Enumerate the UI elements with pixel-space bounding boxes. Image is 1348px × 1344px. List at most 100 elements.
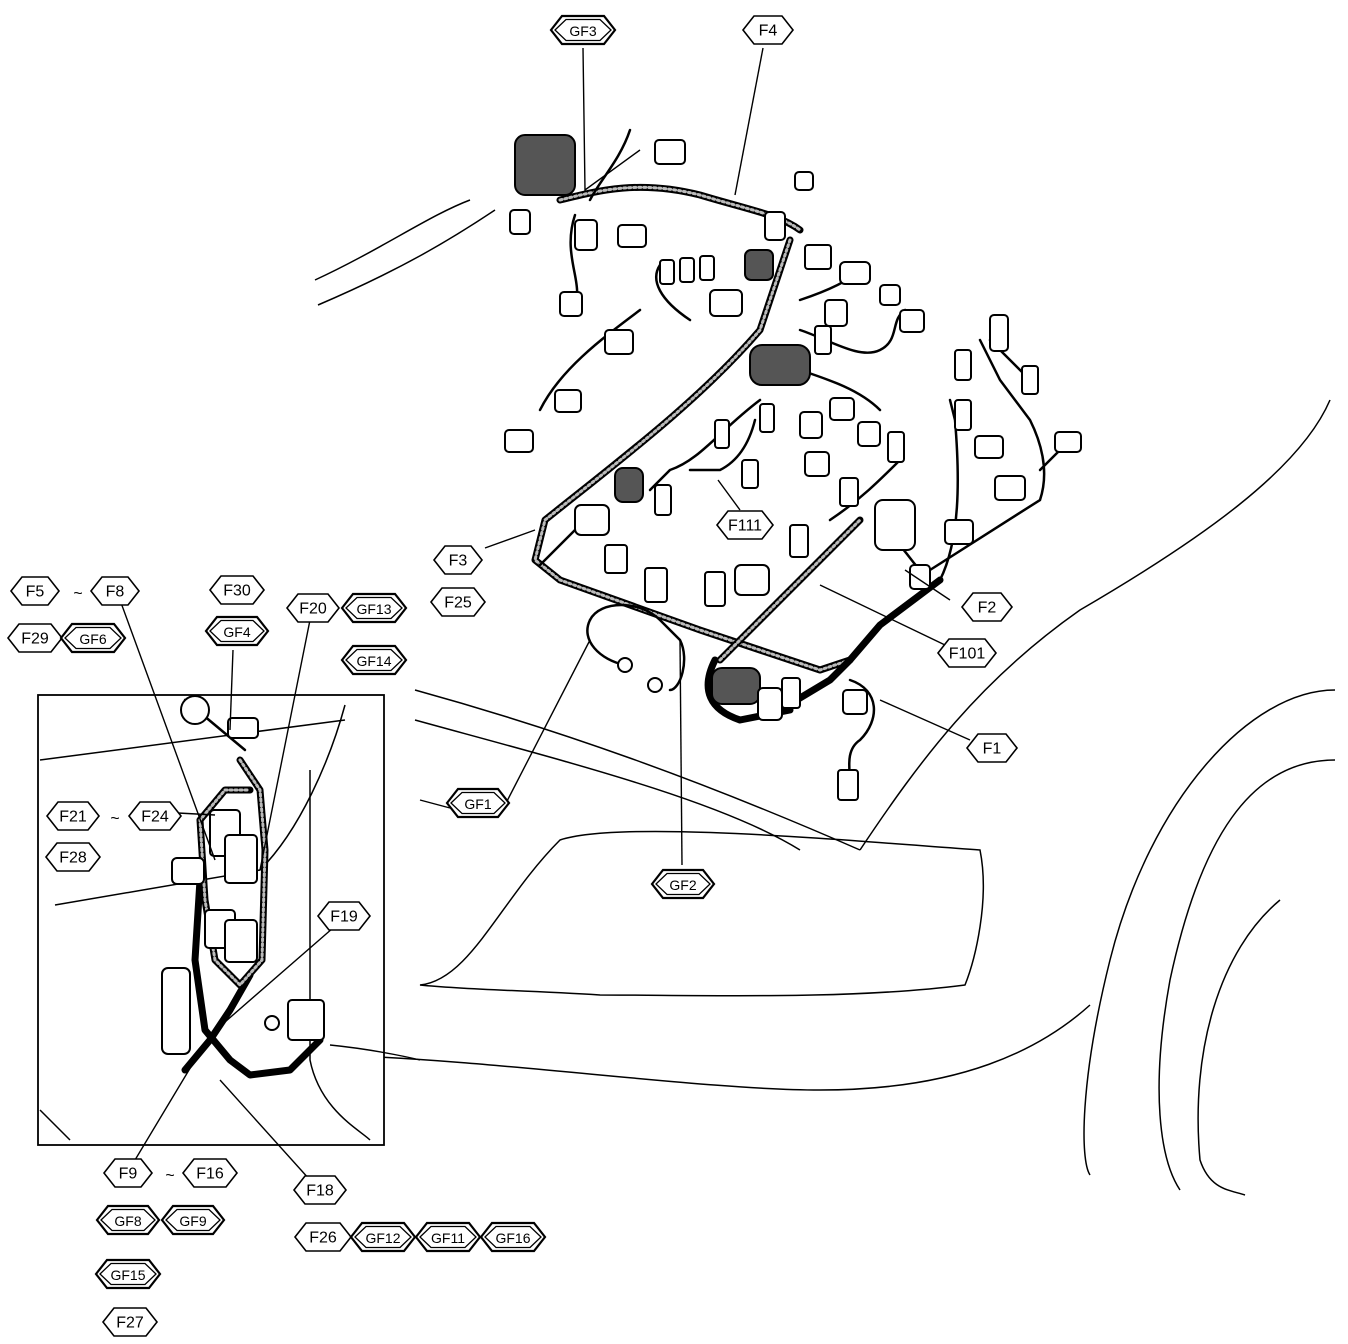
range-tilde: ~ [165, 1168, 174, 1185]
label-text: F28 [59, 850, 87, 867]
ground-label-gf14: GF14 [340, 644, 408, 676]
label-text: F19 [330, 909, 358, 926]
label-hexagon [432, 545, 484, 575]
label-hexagon [445, 787, 511, 819]
connector [874, 499, 916, 551]
wheel-arch-outer [1083, 689, 1336, 1176]
connector-label-f19: F19 [316, 901, 372, 931]
connector [704, 571, 726, 607]
leader [419, 799, 451, 809]
label-hexagon [181, 1158, 239, 1188]
connector [944, 519, 974, 545]
connector [604, 544, 628, 574]
label-hexagon [94, 1258, 162, 1290]
label-text: F26 [309, 1230, 337, 1247]
leader [134, 927, 334, 1161]
label-text: GF3 [569, 23, 596, 39]
leader [329, 1044, 421, 1061]
connector [654, 139, 686, 165]
label-hexagon [965, 733, 1019, 763]
label-text: GF11 [431, 1230, 465, 1246]
ground-label-gf2: GF2 [650, 868, 716, 900]
label-text: GF4 [223, 624, 250, 640]
leader [734, 47, 764, 196]
label-hexagon [45, 801, 101, 831]
label-hexagon [292, 1175, 348, 1205]
wheel-arch-inner [1158, 759, 1336, 1191]
connector [504, 429, 534, 453]
connector [614, 467, 644, 503]
label-text: ~ [165, 1168, 174, 1185]
leader-lines [119, 47, 971, 1181]
wire [847, 678, 876, 782]
label-text: ~ [73, 586, 82, 603]
connector [711, 667, 761, 705]
label-hexagon [285, 593, 341, 623]
label-text: F21 [59, 809, 87, 826]
label-hexagon [102, 1158, 154, 1188]
label-text: F20 [299, 601, 327, 618]
leader [504, 639, 591, 806]
ground-label-gf9: GF9 [160, 1204, 226, 1236]
range-tilde: ~ [110, 811, 119, 828]
label-text: F16 [196, 1166, 224, 1183]
ground-inner-hexagon [450, 791, 506, 815]
wire [655, 263, 692, 322]
connector [287, 999, 325, 1041]
range-tilde: ~ [73, 586, 82, 603]
label-text: F30 [223, 583, 251, 600]
label-text: F101 [949, 646, 986, 663]
connector-label-f26: F26 [293, 1222, 353, 1252]
label-hexagon [44, 842, 102, 872]
connector [679, 257, 695, 283]
connector [759, 403, 775, 433]
label-hexagon [479, 1221, 547, 1253]
label-hexagon [715, 510, 775, 540]
ground-label-gf12: GF12 [349, 1221, 417, 1253]
connector-label-f4: F4 [741, 15, 795, 45]
label-hexagon [95, 1204, 161, 1236]
connector [644, 567, 668, 603]
label-text: F25 [444, 595, 472, 612]
label-hexagon [59, 622, 127, 654]
wire [588, 128, 632, 202]
connector-label-f3: F3 [432, 545, 484, 575]
leader [259, 619, 311, 871]
label-hexagon [89, 576, 141, 606]
label-hexagon [549, 14, 617, 46]
wire [688, 418, 757, 472]
label-text: GF12 [365, 1230, 400, 1246]
connector [994, 475, 1026, 501]
ground-inner-hexagon [484, 1225, 542, 1249]
connector-label-f21: F21 [45, 801, 101, 831]
label-text: F2 [978, 600, 997, 617]
wire [538, 528, 577, 567]
inset-body-line [39, 1109, 71, 1141]
ground-label-gf11: GF11 [414, 1221, 482, 1253]
connector-label-f8: F8 [89, 576, 141, 606]
connector-label-f101: F101 [936, 638, 998, 668]
label-text: F5 [26, 584, 45, 601]
label-text: GF6 [79, 631, 106, 647]
wire [586, 618, 627, 667]
connector [757, 687, 783, 721]
connector [574, 504, 610, 536]
label-hexagon [936, 638, 998, 668]
leader [484, 529, 536, 549]
label-text: GF15 [110, 1267, 145, 1283]
diagonal-harness-core [533, 238, 852, 672]
ground-inner-hexagon [345, 596, 403, 620]
label-text: F1 [983, 741, 1002, 758]
connector [709, 289, 743, 317]
label-text: GF9 [179, 1213, 206, 1229]
connector [799, 411, 823, 439]
connector [714, 419, 730, 449]
connector-label-f29: F29 [6, 623, 64, 653]
ground-inner-hexagon [165, 1208, 221, 1232]
connector [887, 431, 905, 463]
connector-label-f28: F28 [44, 842, 102, 872]
label-hexagon [127, 801, 183, 831]
connector [789, 524, 809, 558]
wire [538, 308, 642, 412]
